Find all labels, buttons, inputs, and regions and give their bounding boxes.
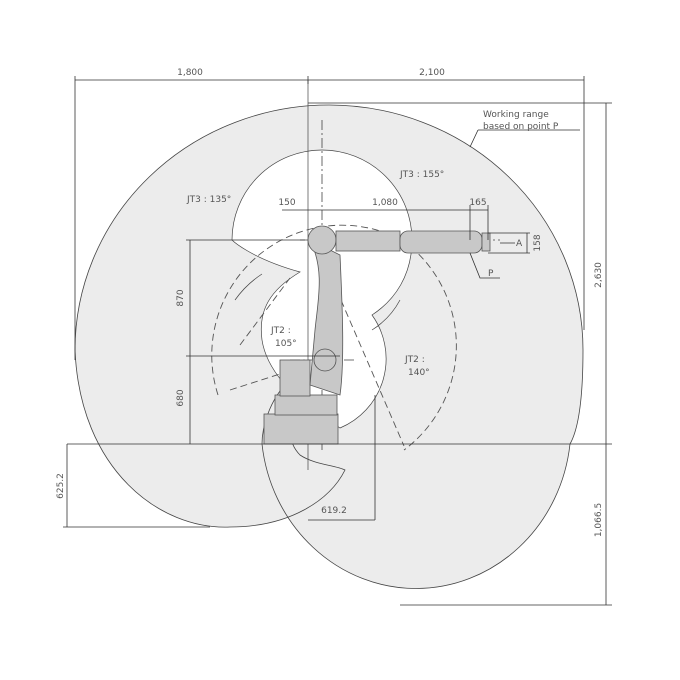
dimension-lines — [63, 76, 612, 606]
jt3-plus-label: JT3 : 155° — [399, 170, 444, 180]
jt2-plus-label-1: JT2 : — [404, 355, 425, 365]
dim-wrist-height: 158 — [533, 234, 543, 251]
dim-left-reach: 1,800 — [177, 68, 203, 78]
jt2-plus-label-2: 140° — [408, 368, 430, 378]
jt2-minus-label-1: JT2 : — [270, 326, 291, 336]
point-p-label: P — [488, 269, 494, 279]
dim-below-floor-right: 1,066.5 — [594, 503, 604, 537]
dim-total-height: 2,630 — [594, 262, 604, 288]
dim-base-height: 680 — [176, 389, 186, 406]
jt2-limit-arc-right — [401, 239, 457, 451]
jt2-minus-label-2: 105° — [275, 339, 297, 349]
jt3-minus-label: JT3 : 135° — [186, 195, 231, 205]
dim-offset-150: 150 — [278, 198, 295, 208]
dim-wrist-length: 165 — [469, 198, 486, 208]
view-a-label: A — [516, 239, 523, 249]
dim-upper-arm: 870 — [176, 289, 186, 306]
dim-right-reach: 2,100 — [419, 68, 445, 78]
dim-below-floor-left: 625.2 — [56, 473, 66, 499]
jt2-limit-arc — [211, 224, 403, 396]
working-range-label-1: Working range — [483, 110, 549, 120]
jt3-arc — [234, 273, 401, 331]
dim-arm-length: 1,080 — [372, 198, 398, 208]
dim-inner-offset: 619.2 — [321, 506, 347, 516]
working-range-label-2: based on point P — [483, 122, 559, 132]
